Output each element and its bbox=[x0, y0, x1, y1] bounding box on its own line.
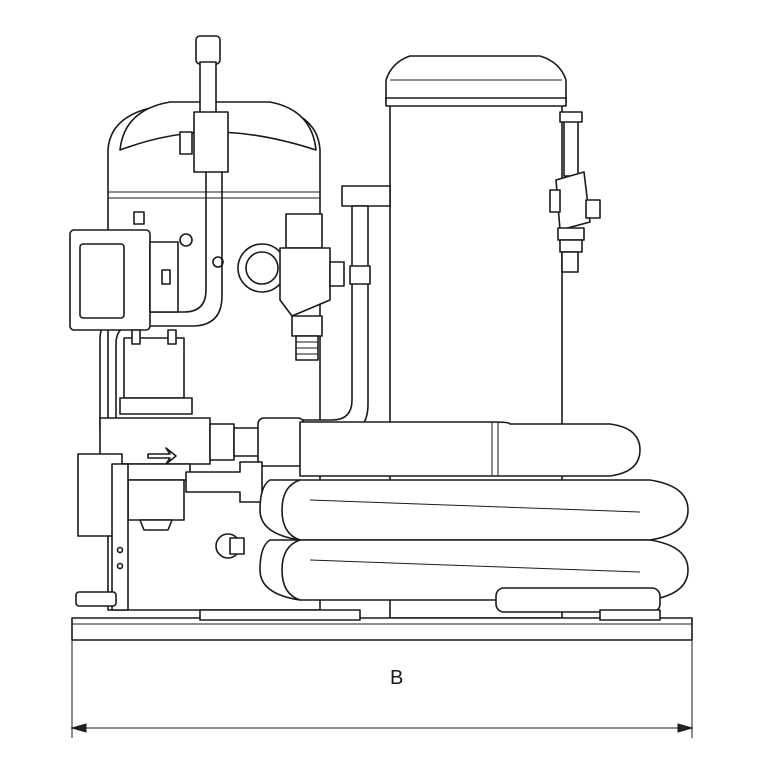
service-valve bbox=[237, 213, 345, 361]
dimension-label: B bbox=[390, 667, 403, 689]
base-plate bbox=[71, 609, 693, 641]
condenser-coil bbox=[259, 421, 689, 613]
receiver-valve bbox=[549, 111, 601, 273]
pressure-switch bbox=[119, 329, 193, 415]
suction-pipe bbox=[99, 35, 229, 431]
mounting-bracket bbox=[75, 463, 129, 611]
oil-sight-port bbox=[215, 533, 245, 559]
terminal-box bbox=[69, 229, 179, 331]
discharge-pipe bbox=[299, 185, 391, 437]
dimension-b: B bbox=[70, 640, 694, 738]
